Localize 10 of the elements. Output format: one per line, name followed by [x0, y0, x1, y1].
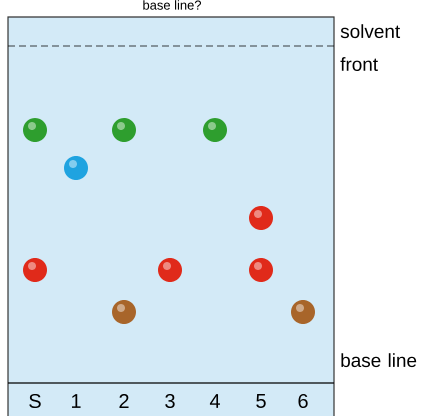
lane-label: 4 — [210, 394, 220, 408]
lane-label: 1 — [72, 394, 81, 408]
lane-label: 6 — [298, 394, 308, 408]
lane-label: S — [29, 394, 41, 408]
side-label: base line — [341, 353, 416, 368]
lane-label: 3 — [165, 394, 175, 408]
lane-label: 5 — [256, 394, 266, 408]
side-label: solvent front — [340, 24, 400, 71]
lane-label: 2 — [119, 394, 129, 408]
title: base line? — [143, 0, 202, 10]
